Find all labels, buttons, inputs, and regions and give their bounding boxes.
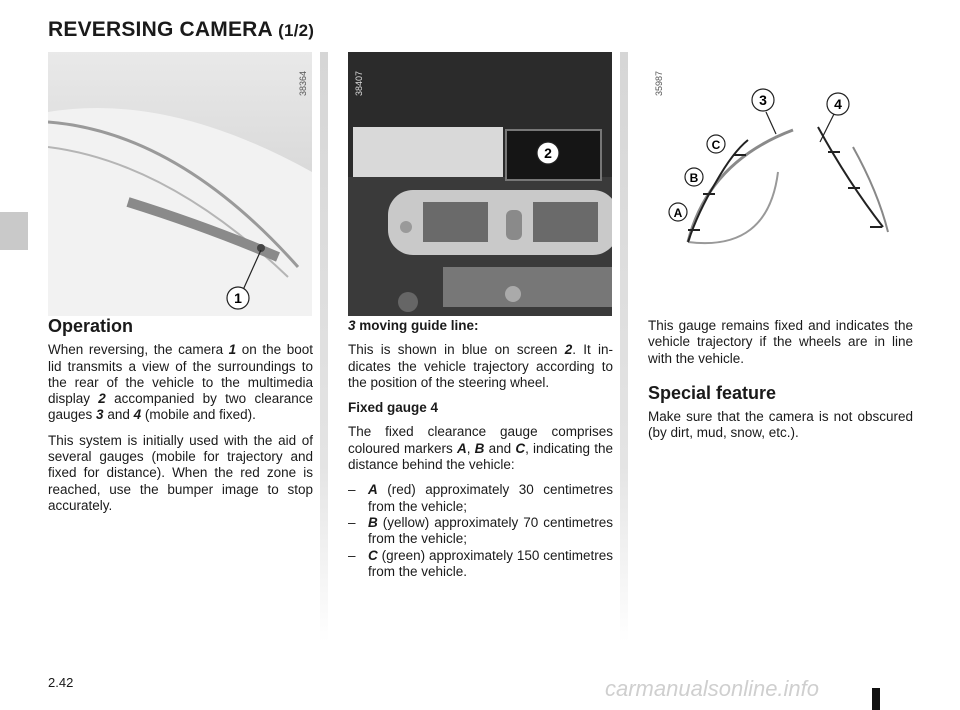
list-item: –A (red) approximately 30 centi­metres f… [348, 482, 613, 514]
label-b: B [690, 171, 699, 185]
label-c: C [712, 138, 721, 152]
figure-ref: 38364 [298, 70, 308, 96]
column-special-feature: This gauge remains fixed and indicates t… [648, 318, 913, 451]
callout-1: 1 [234, 290, 242, 306]
paragraph: This system is initially used with the a… [48, 432, 313, 513]
heading-moving-guide: 3 moving guide line: [348, 318, 479, 333]
heading-operation: Operation [48, 316, 134, 336]
figure-camera: 1 38364 [48, 52, 312, 316]
label-a: A [674, 206, 683, 220]
heading-special-feature: Special feature [648, 382, 777, 403]
title-text: REVERSING CAMERA [48, 18, 273, 41]
figure-ref: 35987 [654, 70, 664, 96]
paragraph: The fixed clearance gauge comprises colo… [348, 424, 614, 473]
watermark: carmanualsonline.info [605, 676, 820, 701]
title-part: (1/2) [278, 21, 315, 40]
heading-fixed-gauge: Fixed gauge 4 [348, 400, 439, 416]
paragraph: When reversing, the camera 1 on the boot… [48, 342, 314, 423]
list-item: –C (green) approximately 150 centi­metre… [348, 547, 613, 579]
paragraph: This gauge remains fixed and indicates t… [648, 318, 913, 366]
column-operation: Operation When reversing, the camera 1 o… [48, 316, 314, 523]
column-divider [320, 52, 328, 642]
paragraph: Make sure that the camera is not ob­scur… [648, 409, 913, 441]
callout-2: 2 [544, 145, 552, 161]
figure-dashboard: 2 38407 [348, 52, 612, 316]
list-item: –B (yellow) approximately 70 centi­metre… [348, 514, 613, 547]
corner-mark [872, 688, 880, 710]
figure-ref: 38407 [354, 70, 364, 96]
chapter-tab [0, 212, 28, 250]
paragraph: This is shown in blue on screen 2. It in… [348, 342, 613, 390]
page-number: 2.42 [48, 675, 74, 690]
page-title: REVERSING CAMERA (1/2) [48, 18, 314, 42]
label-3: 3 [759, 92, 767, 108]
figure-gauges: 3 4 C B A 35987 [648, 52, 912, 316]
column-divider [620, 52, 628, 642]
column-guide-lines: 3 moving guide line: This is shown in bl… [348, 318, 613, 580]
label-4: 4 [834, 96, 842, 112]
